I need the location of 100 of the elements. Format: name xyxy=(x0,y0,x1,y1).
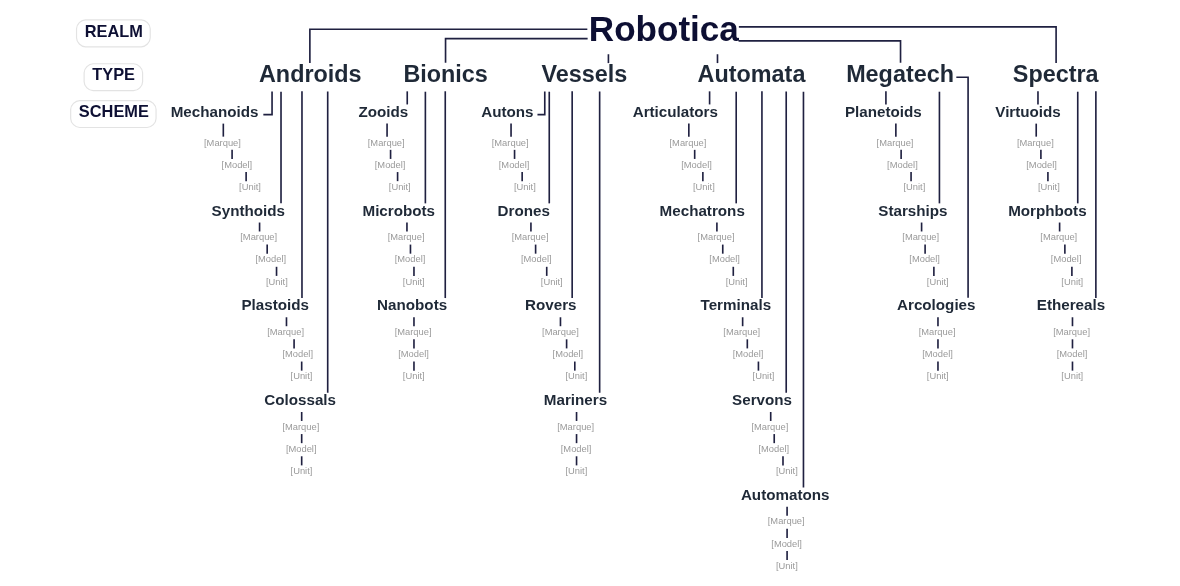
node-text: [Unit] xyxy=(1037,181,1060,192)
connector xyxy=(937,338,939,350)
node-text: [Model] xyxy=(771,538,802,549)
connector xyxy=(937,360,939,372)
connector xyxy=(738,26,1057,64)
node-text: Planetoids xyxy=(844,102,922,120)
node-text: Autons xyxy=(481,102,534,120)
connector xyxy=(413,360,415,372)
node-text: [Model] xyxy=(1056,349,1088,360)
connector xyxy=(735,90,738,205)
node-text: [Model] xyxy=(681,159,712,170)
connector xyxy=(786,505,788,517)
node-text: Androids xyxy=(258,60,362,87)
node-box: REALM xyxy=(75,19,151,48)
connector xyxy=(266,243,268,255)
node-text: [Model] xyxy=(560,443,592,454)
node-text: [Marque] xyxy=(491,137,529,148)
node-text: Morphbots xyxy=(1008,201,1087,219)
connector xyxy=(309,28,589,64)
node-text: [Marque] xyxy=(1040,232,1078,243)
connector xyxy=(1037,90,1039,106)
node-text: [Marque] xyxy=(1053,326,1091,337)
connector xyxy=(222,122,225,138)
node-text: [Unit] xyxy=(775,560,798,571)
node-text: [Model] xyxy=(1050,254,1082,265)
connector xyxy=(293,338,295,350)
node-text: Microbots xyxy=(362,201,436,219)
node-text: [Unit] xyxy=(290,466,313,477)
connector xyxy=(693,149,696,160)
connector xyxy=(802,90,805,489)
connector xyxy=(938,90,941,205)
connector xyxy=(688,122,690,138)
node-text: [Marque] xyxy=(876,137,914,148)
node-text: [Model] xyxy=(732,349,764,360)
connector xyxy=(536,90,546,116)
node-text: [Unit] xyxy=(1061,371,1084,382)
node-text: [Model] xyxy=(221,159,253,170)
node-text: [Marque] xyxy=(267,326,305,337)
connector xyxy=(782,455,784,467)
connector xyxy=(933,266,935,277)
connector xyxy=(1047,171,1049,182)
connector xyxy=(300,360,303,372)
node-text: Mechatrons xyxy=(659,201,745,219)
node-text: Mechanoids xyxy=(170,102,259,120)
connector xyxy=(424,90,427,205)
connector xyxy=(406,90,409,106)
connector xyxy=(746,338,749,350)
connector xyxy=(937,316,939,328)
connector xyxy=(545,266,548,277)
node-text: [Marque] xyxy=(282,421,320,432)
node-text: [Unit] xyxy=(402,276,425,287)
node-text: [Unit] xyxy=(725,276,748,287)
node-text: Synthoids xyxy=(211,201,286,219)
node-text: Arcologies xyxy=(897,296,976,314)
node-text: [Marque] xyxy=(751,421,789,432)
node-text: [Marque] xyxy=(669,137,707,148)
connector xyxy=(413,338,415,350)
node-text: [Marque] xyxy=(723,326,761,337)
node-text: [Marque] xyxy=(394,326,432,337)
connector xyxy=(910,171,912,182)
connector xyxy=(326,90,329,394)
connector xyxy=(444,90,447,299)
connector xyxy=(530,221,532,233)
connector xyxy=(300,411,303,422)
node-text: Starships xyxy=(878,201,948,219)
connector xyxy=(737,40,902,64)
node-text: [Unit] xyxy=(388,181,411,192)
node-text: Colossals xyxy=(264,391,336,409)
connector xyxy=(702,171,704,182)
connector xyxy=(571,90,573,299)
connector xyxy=(521,171,523,182)
connector xyxy=(444,37,589,64)
connector xyxy=(1076,90,1079,205)
connector xyxy=(955,76,969,299)
node-text: [Marque] xyxy=(767,516,805,527)
connector xyxy=(732,266,735,277)
node-text: Robotica xyxy=(588,8,739,48)
node-text: [Unit] xyxy=(540,276,563,287)
node-text: Zooids xyxy=(358,102,409,120)
node-text: [Marque] xyxy=(387,232,425,243)
node-text: [Unit] xyxy=(565,466,588,477)
connector xyxy=(413,266,415,277)
connector xyxy=(1035,122,1038,138)
node-text: Terminals xyxy=(700,296,772,314)
connector xyxy=(301,90,303,299)
node-text: Automata xyxy=(697,60,806,87)
node-text: [Unit] xyxy=(565,371,588,382)
node-text: Rovers xyxy=(525,296,577,314)
node-text: [Model] xyxy=(758,443,790,454)
connector xyxy=(761,90,763,299)
node-text: [Marque] xyxy=(542,326,579,337)
connector xyxy=(786,527,788,539)
node-text: Servons xyxy=(732,391,793,409)
connector xyxy=(413,316,415,328)
connector xyxy=(900,149,902,160)
connector xyxy=(1040,149,1042,160)
node-text: [Model] xyxy=(255,254,287,265)
node-text: [Unit] xyxy=(752,371,775,382)
node-text: [Unit] xyxy=(402,371,425,382)
node-text: Megatech xyxy=(846,60,954,87)
